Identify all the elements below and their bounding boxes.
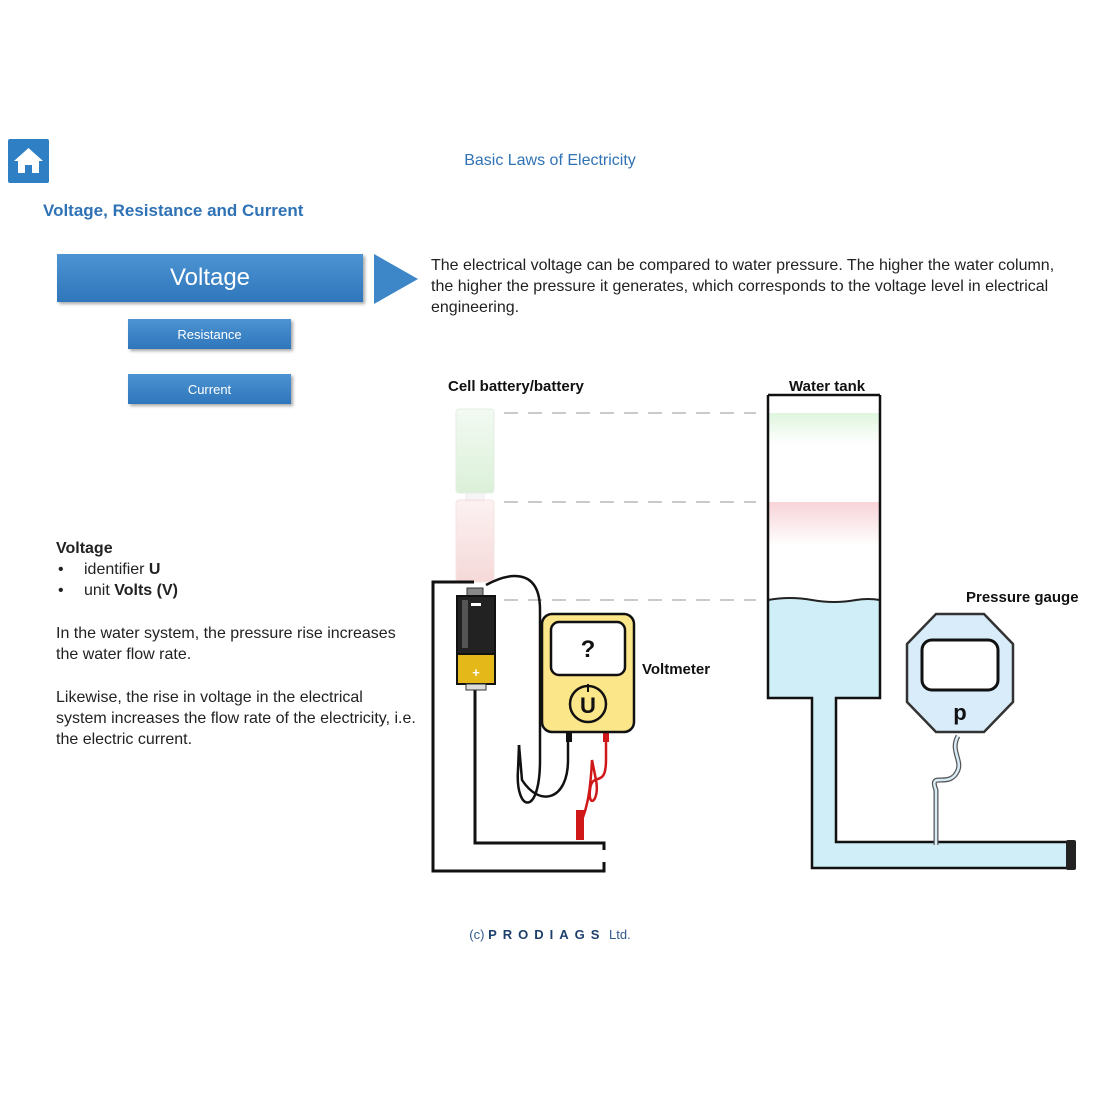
ghost-battery-green: [455, 408, 495, 502]
red-probe-wire: [578, 738, 608, 839]
brand-logo: PRODIAGS: [488, 927, 606, 942]
footer-suffix: Ltd.: [609, 927, 631, 942]
section-title: Voltage, Resistance and Current: [43, 201, 304, 220]
resistance-button[interactable]: Resistance: [128, 319, 291, 349]
active-arrow-icon: [374, 254, 418, 304]
footer: (c) PRODIAGS Ltd.: [0, 927, 1100, 942]
gauge-label: Pressure gauge: [966, 589, 1079, 606]
bullet-prefix: unit: [84, 582, 115, 599]
definition-block: Voltage • identifier U • unit Volts (V) …: [56, 538, 416, 750]
tank-label: Water tank: [789, 378, 866, 395]
circuit-wire-outer: [431, 580, 606, 873]
black-probe-wire: [485, 574, 542, 804]
meter-symbol: U: [580, 693, 596, 718]
list-item: • unit Volts (V): [58, 582, 178, 599]
copyright-prefix: (c): [469, 927, 485, 942]
circuit-wire-inner: [473, 684, 606, 850]
battery-icon: [456, 587, 496, 691]
red-probe-tip: [576, 810, 584, 840]
pressure-gauge-icon: p: [905, 612, 1015, 845]
paragraph-water: In the water system, the pressure rise i…: [56, 625, 396, 663]
voltmeter-icon: ? U: [540, 612, 636, 734]
paragraph-electric: Likewise, the rise in voltage in the ele…: [56, 689, 416, 748]
app-title: Basic Laws of Electricity: [464, 152, 636, 169]
identifier-value: U: [148, 561, 161, 578]
water-tank: [766, 393, 1076, 870]
battery-label: Cell battery/battery: [448, 378, 585, 395]
gauge-symbol: p: [953, 700, 966, 725]
intro-text: The electrical voltage can be compared t…: [431, 257, 1055, 316]
home-button[interactable]: [8, 139, 49, 183]
unit-value: Volts (V): [114, 582, 178, 599]
bullet-prefix: identifier: [84, 561, 149, 578]
list-item: • identifier U: [58, 561, 161, 578]
definition-title: Voltage: [56, 540, 113, 557]
home-icon: [14, 148, 43, 173]
voltage-button[interactable]: Voltage: [57, 254, 363, 302]
voltmeter-label: Voltmeter: [642, 661, 710, 678]
meter-display: ?: [581, 636, 596, 663]
ghost-battery-red: [455, 499, 495, 583]
battery-plus-sign: +: [472, 665, 480, 680]
current-button[interactable]: Current: [128, 374, 291, 404]
